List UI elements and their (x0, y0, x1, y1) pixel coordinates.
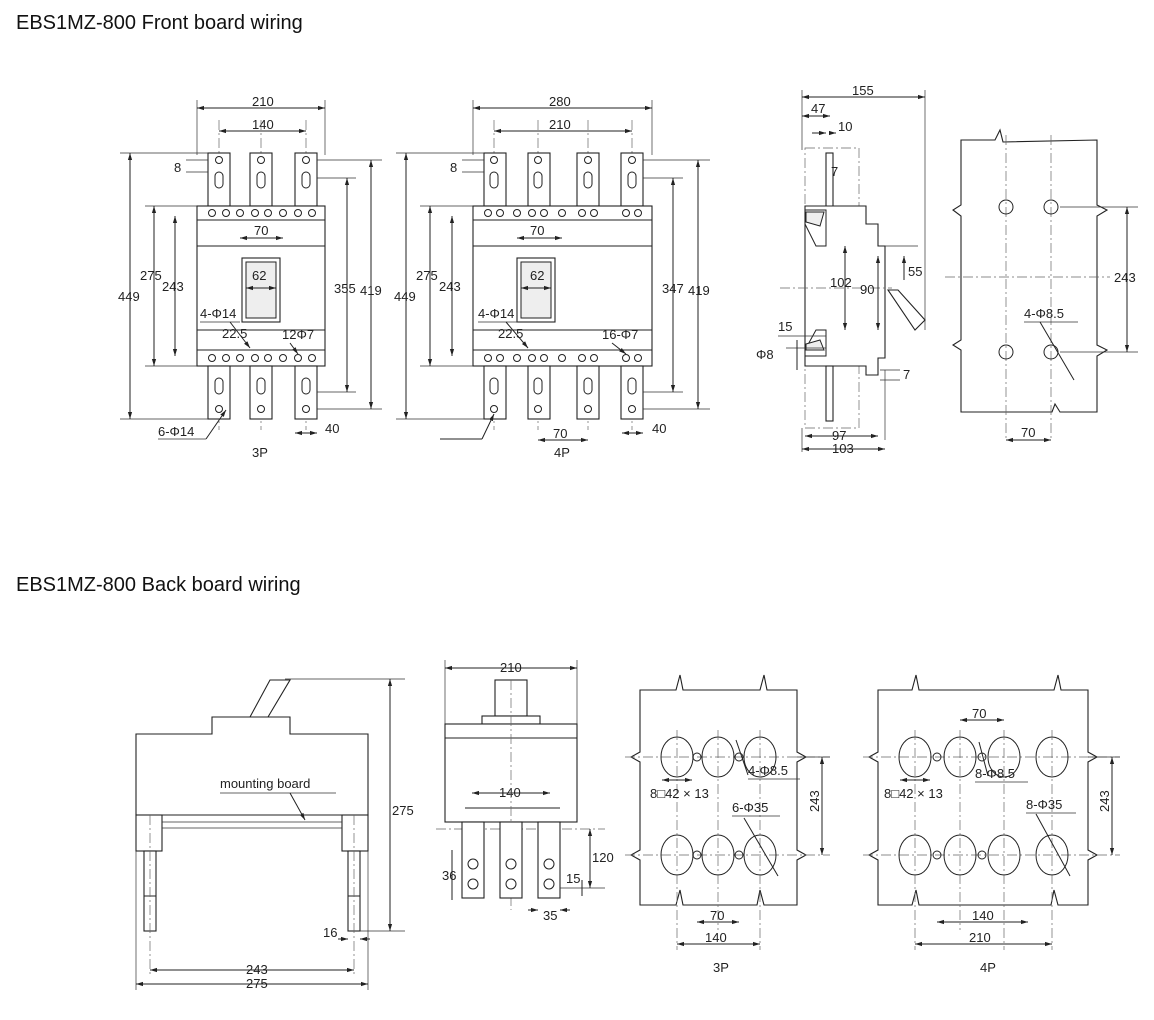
dim-210: 210 (252, 94, 274, 109)
front-wiring-title: EBS1MZ-800 Front board wiring (16, 12, 303, 34)
dim-449-4p: 449 (394, 289, 416, 304)
dim-347: 347 (662, 281, 684, 296)
dim-10: 10 (838, 119, 852, 134)
dim-7a: 7 (831, 164, 838, 179)
dim-140-back: 140 (499, 785, 521, 800)
dim-62-4p: 62 (530, 268, 544, 283)
note-4-phi8-5: 4-Φ8.5 (1024, 306, 1064, 321)
note-6-phi35: 6-Φ35 (732, 800, 768, 815)
dim-355: 355 (334, 281, 356, 296)
label-back-4p: 4P (980, 960, 996, 975)
note-6-phi14: 6-Φ14 (158, 424, 194, 439)
dim-62: 62 (252, 268, 266, 283)
dim-275-4p: 275 (416, 268, 438, 283)
label-back-3p: 3P (713, 960, 729, 975)
dim-243: 243 (162, 279, 184, 294)
note-slots-3p: 8□42 × 13 (650, 786, 709, 801)
dim-243-4p: 243 (439, 279, 461, 294)
note-4-phi14-4p: 4-Φ14 (478, 306, 514, 321)
dim-103: 103 (832, 441, 854, 456)
dim-40: 40 (325, 421, 339, 436)
note-12-phi7: 12Φ7 (282, 327, 314, 342)
dim-275b-back: 275 (246, 976, 268, 991)
dim-47: 47 (811, 101, 825, 116)
dim-243-3p: 243 (807, 790, 822, 812)
note-8-phi8-5: 8-Φ8.5 (975, 766, 1015, 781)
dim-55: 55 (908, 264, 922, 279)
mounting-board-label: mounting board (220, 776, 310, 791)
back-cutout-4p: 70 8-Φ8.5 8□42 × 13 8-Φ35 243 140 210 4P (863, 674, 1120, 975)
back-cutout-3p: 4-Φ8.5 8□42 × 13 6-Φ35 243 70 140 3P (625, 674, 830, 975)
front-view-3p: 210 140 70 62 (118, 94, 382, 460)
dim-90: 90 (860, 282, 874, 297)
dim-210-4p-back: 210 (969, 930, 991, 945)
note-slots-4p: 8□42 × 13 (884, 786, 943, 801)
dim-70b-4p: 70 (553, 426, 567, 441)
dim-419-4p: 419 (688, 283, 710, 298)
dim-70: 70 (254, 223, 268, 238)
dim-70-3p: 70 (710, 908, 724, 923)
note-8-phi35: 8-Φ35 (1026, 797, 1062, 812)
dim-419: 419 (360, 283, 382, 298)
dim-15: 15 (778, 319, 792, 334)
dim-210-back: 210 (500, 660, 522, 675)
dim-120: 120 (592, 850, 614, 865)
dim-243-4p-back: 243 (1097, 790, 1112, 812)
dim-97: 97 (832, 428, 846, 443)
dim-16: 16 (323, 925, 337, 940)
dim-36: 36 (442, 868, 456, 883)
phi-8: Φ8 (756, 347, 774, 362)
dim-210-4p: 210 (549, 117, 571, 132)
dim-275: 275 (140, 268, 162, 283)
front-view-4p: 280 210 70 62 (394, 94, 710, 460)
label-4p: 4P (554, 445, 570, 460)
dim-40-4p: 40 (652, 421, 666, 436)
front-side-view: 155 47 10 7 55 102 90 15 Φ8 7 97 (756, 83, 926, 456)
dim-22-5: 22.5 (222, 326, 247, 341)
front-mounting-panel: 243 4-Φ8.5 70 (945, 128, 1138, 443)
dim-70-4p: 70 (530, 223, 544, 238)
note-4-phi8-5-3p: 4-Φ8.5 (748, 763, 788, 778)
dim-140-3p: 140 (705, 930, 727, 945)
dim-102: 102 (830, 275, 852, 290)
dim-8: 8 (174, 160, 181, 175)
dim-7b: 7 (903, 367, 910, 382)
dim-70-mount: 70 (1021, 425, 1035, 440)
dim-280: 280 (549, 94, 571, 109)
back-side-view: mounting board 275 16 243 275 (135, 678, 414, 991)
dim-35: 35 (543, 908, 557, 923)
back-wiring-title: EBS1MZ-800 Back board wiring (16, 574, 301, 596)
dim-449: 449 (118, 289, 140, 304)
dim-275-back: 275 (392, 803, 414, 818)
note-4-phi14: 4-Φ14 (200, 306, 236, 321)
dim-15-back: 15 (566, 871, 580, 886)
dim-22-5-4p: 22.5 (498, 326, 523, 341)
back-front-view: 210 140 36 120 15 35 (436, 660, 614, 923)
dim-243-mount: 243 (1114, 270, 1136, 285)
dim-70-4p-top: 70 (972, 706, 986, 721)
label-3p: 3P (252, 445, 268, 460)
dim-140-4p-back: 140 (972, 908, 994, 923)
dim-243-back: 243 (246, 962, 268, 977)
dim-8-4p: 8 (450, 160, 457, 175)
note-16-phi7: 16-Φ7 (602, 327, 638, 342)
dim-155: 155 (852, 83, 874, 98)
dim-140: 140 (252, 117, 274, 132)
